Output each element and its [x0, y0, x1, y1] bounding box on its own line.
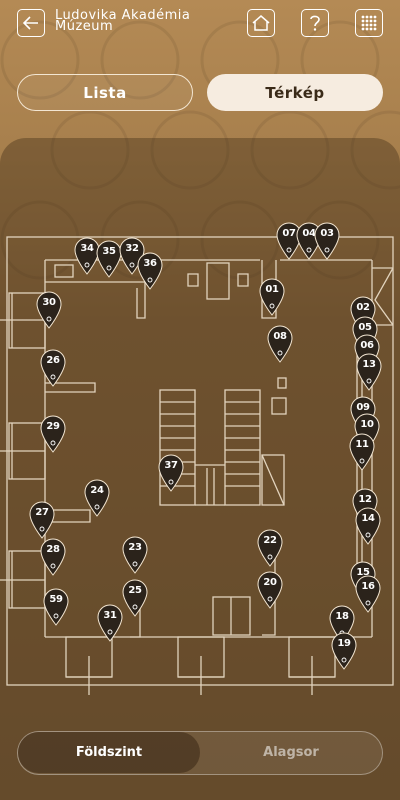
map-pin[interactable]: 24	[84, 479, 110, 517]
map-pin[interactable]: 01	[259, 278, 285, 316]
map-pin[interactable]: 14	[355, 507, 381, 545]
tab-lista[interactable]: Lista	[17, 74, 193, 111]
map-pin[interactable]: 03	[314, 222, 340, 260]
title-line-2: Múzeum	[55, 19, 114, 34]
pin-label: 27	[35, 507, 49, 518]
pin-label: 11	[355, 439, 369, 450]
pin-label: 12	[358, 494, 372, 505]
pin-label: 07	[282, 228, 296, 239]
pin-label: 04	[302, 228, 316, 239]
map-pin[interactable]: 37	[158, 454, 184, 492]
pin-label: 16	[361, 581, 375, 592]
app-header: Ludovika Akadémia Múzeum	[0, 0, 400, 50]
map-pin[interactable]: 13	[356, 353, 382, 391]
pin-label: 03	[320, 228, 334, 239]
map-pin[interactable]: 28	[40, 538, 66, 576]
pin-label: 36	[143, 258, 157, 269]
map-pin[interactable]: 34	[74, 237, 100, 275]
floor-switch: Földszint Alagsor	[17, 731, 383, 775]
pin-label: 32	[125, 243, 139, 254]
pin-label: 15	[356, 567, 370, 578]
pin-label: 30	[42, 297, 56, 308]
grid-menu-icon	[361, 15, 377, 31]
floor-button-basement[interactable]: Alagsor	[263, 745, 319, 760]
pin-label: 06	[360, 340, 374, 351]
pin-label: 37	[164, 460, 178, 471]
pin-label: 23	[128, 542, 142, 553]
help-button[interactable]	[301, 9, 329, 37]
map-pin[interactable]: 30	[36, 291, 62, 329]
pin-label: 26	[46, 355, 60, 366]
map-pin[interactable]: 31	[97, 604, 123, 642]
map-pin[interactable]: 16	[355, 575, 381, 613]
pin-label: 14	[361, 513, 375, 524]
pin-label: 10	[360, 419, 374, 430]
pin-label: 20	[263, 577, 277, 588]
map-pin[interactable]: 29	[40, 415, 66, 453]
pin-label: 19	[337, 638, 351, 649]
title-line-1: Ludovika Akadémia	[55, 8, 191, 23]
map-pin[interactable]: 23	[122, 536, 148, 574]
pin-label: 24	[90, 485, 104, 496]
pin-label: 22	[263, 535, 277, 546]
back-arrow-icon	[23, 16, 38, 30]
home-button[interactable]	[247, 9, 275, 37]
pin-label: 13	[362, 359, 376, 370]
pin-label: 08	[273, 331, 287, 342]
map-pin[interactable]: 22	[257, 529, 283, 567]
pin-label: 18	[335, 611, 349, 622]
pin-label: 59	[49, 594, 63, 605]
pin-label: 35	[102, 246, 116, 257]
pin-label: 31	[103, 610, 117, 621]
map-pin[interactable]: 19	[331, 632, 357, 670]
floor-button-ground[interactable]: Földszint	[18, 732, 200, 773]
app-title: Ludovika Akadémia Múzeum	[55, 8, 191, 34]
map-pin[interactable]: 59	[43, 588, 69, 626]
pin-label: 05	[358, 322, 372, 333]
map-pin[interactable]: 27	[29, 501, 55, 539]
pin-label: 02	[356, 302, 370, 313]
pin-label: 25	[128, 585, 142, 596]
pin-label: 29	[46, 421, 60, 432]
map-pin[interactable]: 20	[257, 571, 283, 609]
back-button[interactable]	[17, 9, 45, 37]
map-pin[interactable]: 36	[137, 252, 163, 290]
map-pin[interactable]: 26	[40, 349, 66, 387]
map-pin[interactable]: 11	[349, 433, 375, 471]
home-icon	[252, 15, 270, 31]
menu-button[interactable]	[355, 9, 383, 37]
map-pin[interactable]: 08	[267, 325, 293, 363]
help-icon	[310, 15, 320, 31]
pin-label: 34	[80, 243, 94, 254]
pin-label: 28	[46, 544, 60, 555]
pin-label: 01	[265, 284, 279, 295]
map-pin[interactable]: 18	[329, 605, 355, 643]
pin-label: 09	[356, 402, 370, 413]
map-pin[interactable]: 25	[122, 579, 148, 617]
tab-terkep[interactable]: Térkép	[207, 74, 383, 111]
map-pin[interactable]: 07	[276, 222, 302, 260]
map-pin[interactable]: 35	[96, 240, 122, 278]
